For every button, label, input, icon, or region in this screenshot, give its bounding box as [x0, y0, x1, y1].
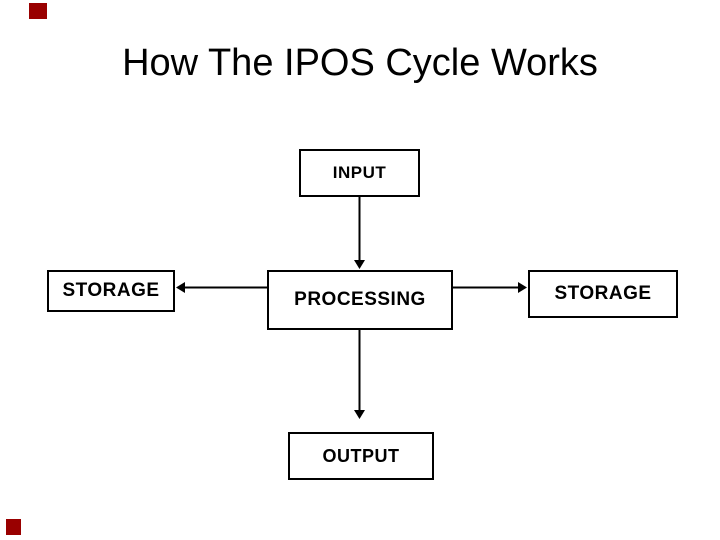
- processing-box: PROCESSING: [267, 270, 453, 330]
- slide-title: How The IPOS Cycle Works: [122, 42, 598, 84]
- processing-box-label: PROCESSING: [294, 289, 426, 310]
- input-box-label: INPUT: [332, 163, 387, 182]
- arrow-input-to-processing: [354, 197, 365, 269]
- arrow-processing-to-output: [354, 330, 365, 419]
- storage-left-box-label: STORAGE: [62, 280, 160, 301]
- input-box: INPUT: [299, 149, 420, 197]
- red-corner-mark-bottom: [6, 519, 21, 535]
- storage-right-box: STORAGE: [528, 270, 678, 318]
- red-corner-mark-top: [29, 3, 47, 19]
- arrow-processing-to-storage-left: [176, 282, 267, 293]
- storage-right-box-label: STORAGE: [554, 283, 652, 304]
- output-box-label: OUTPUT: [322, 445, 400, 466]
- storage-left-box: STORAGE: [47, 270, 175, 312]
- arrow-processing-to-storage-right: [453, 282, 527, 293]
- output-box: OUTPUT: [288, 432, 434, 480]
